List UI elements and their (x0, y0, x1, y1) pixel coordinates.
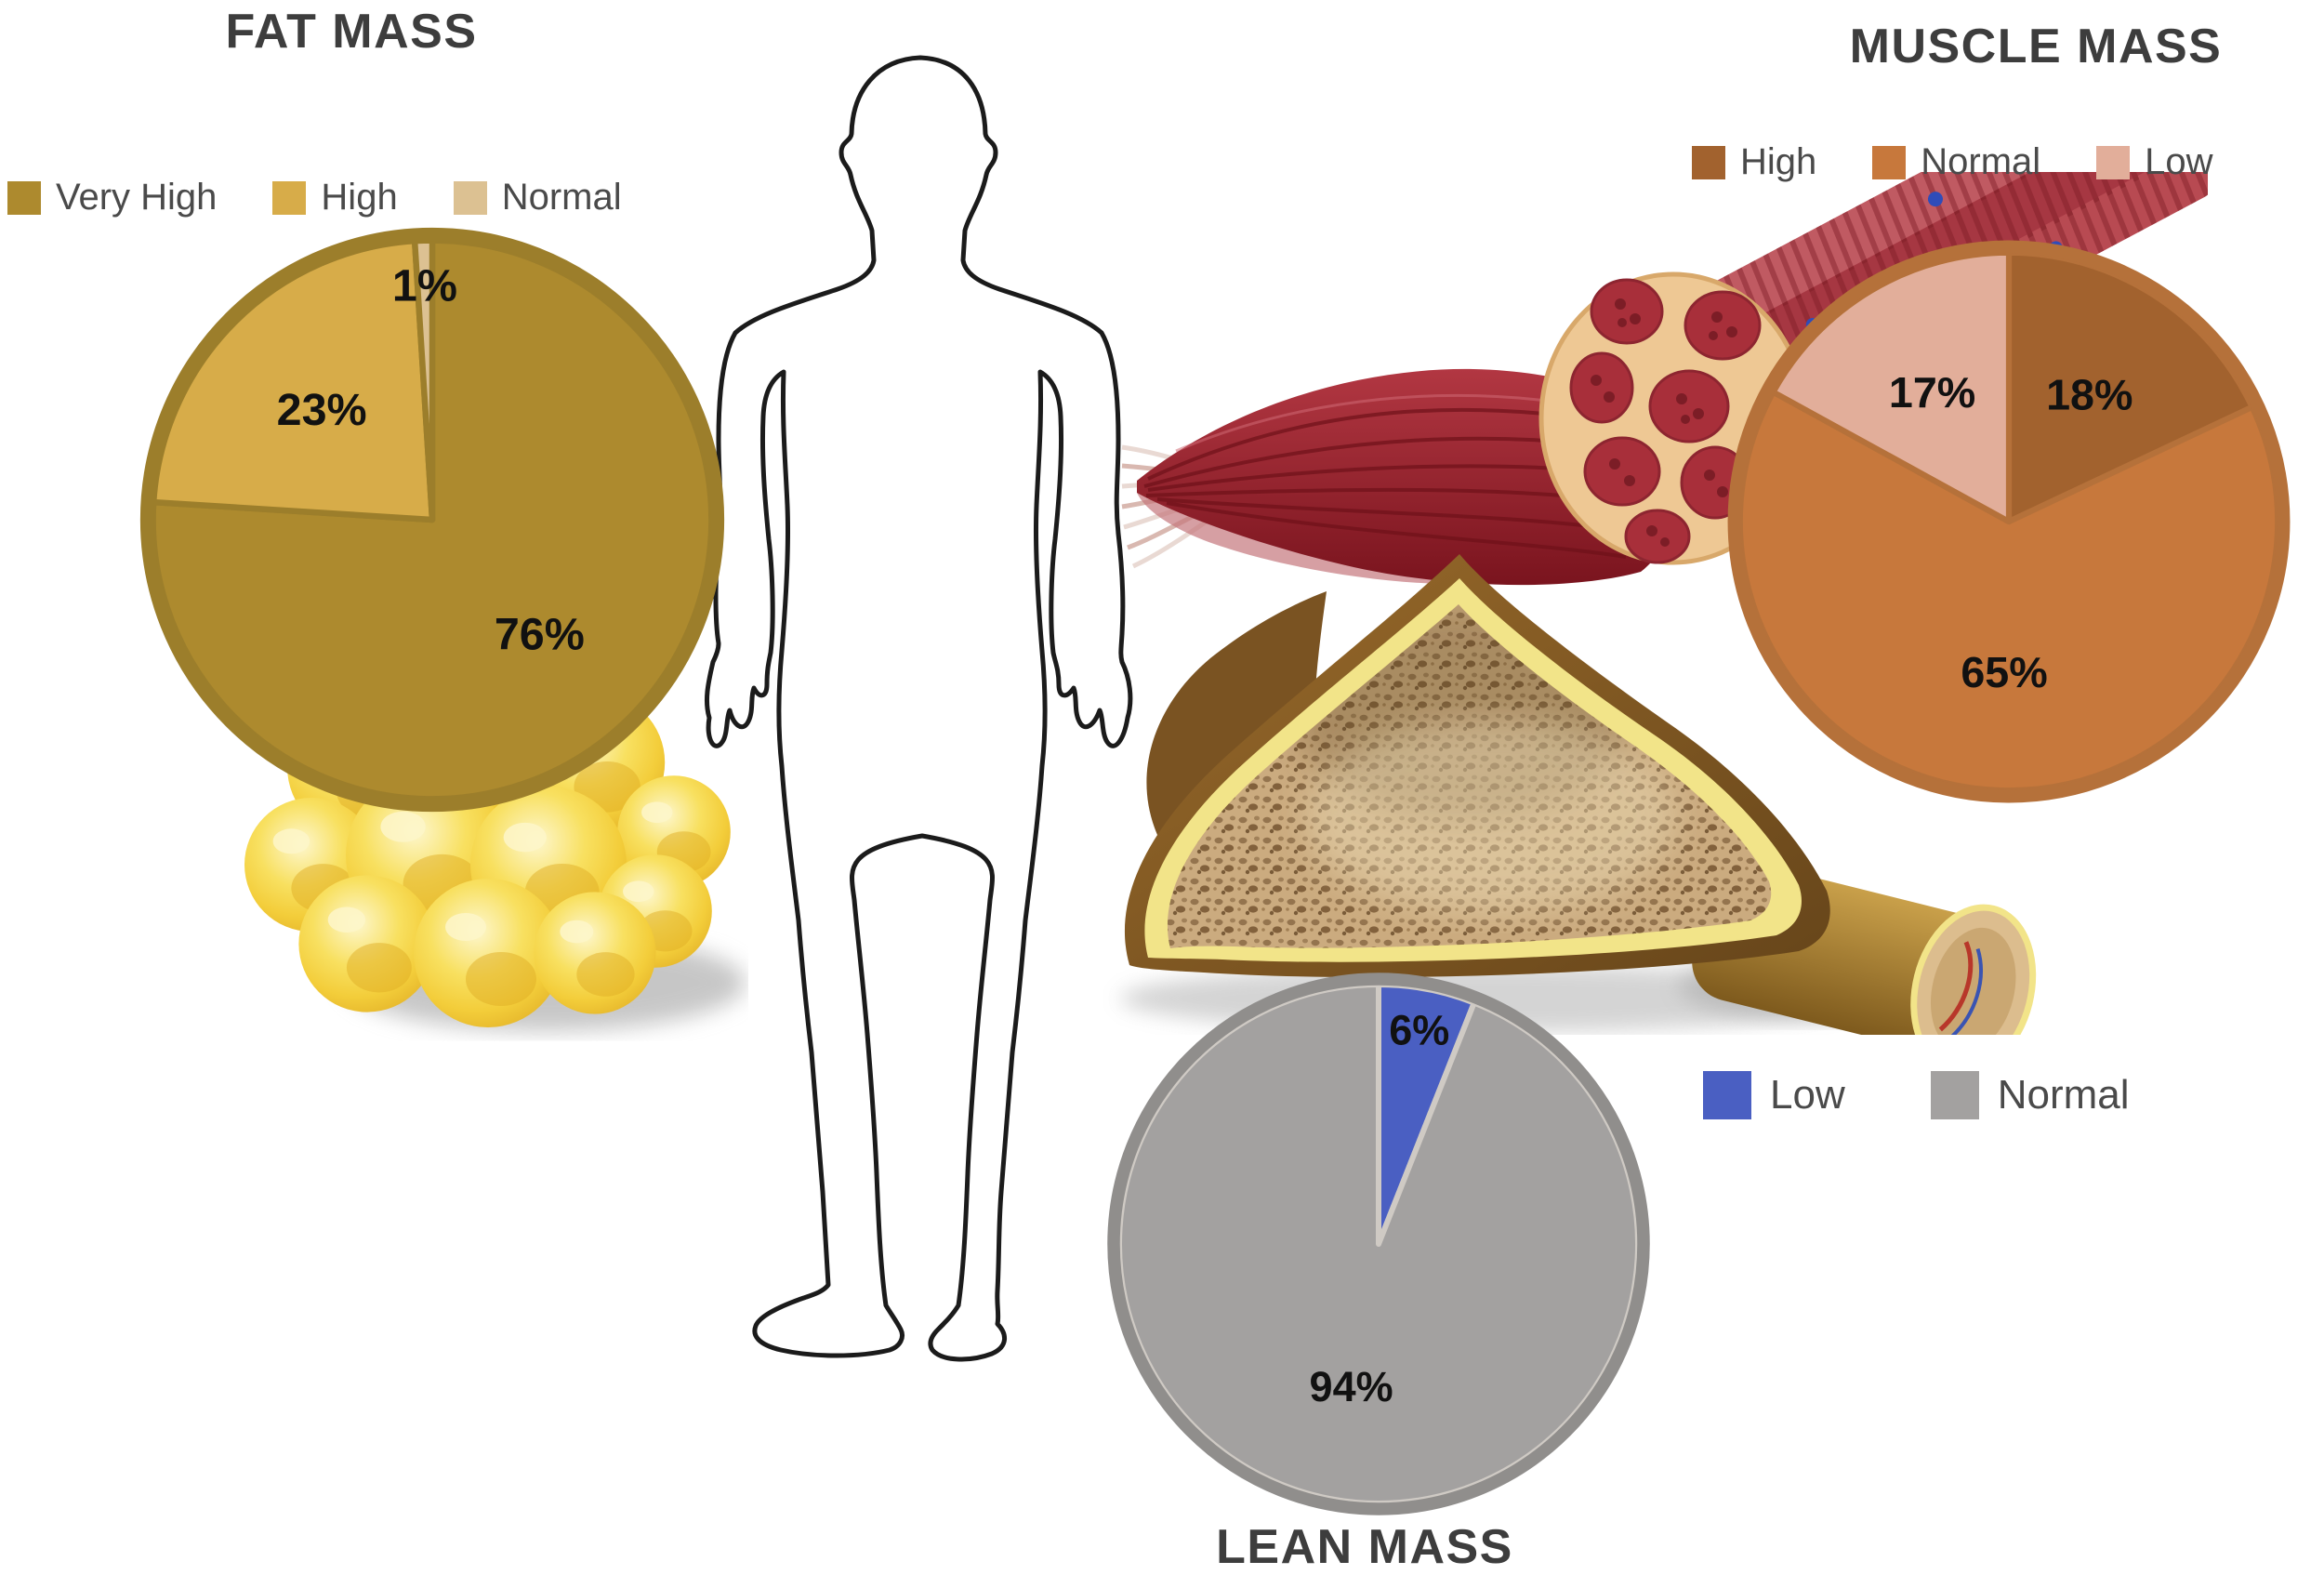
legend-item-low: Low (1703, 1071, 1845, 1119)
fat-mass-pie-svg: 76% 23% 1% (139, 227, 725, 813)
legend-label: Normal (501, 177, 622, 218)
pie-percentage-label: 23% (277, 385, 367, 435)
muscle-mass-pie-svg: 18% 65% 17% (1727, 240, 2291, 803)
pie-percentage-label: 6% (1389, 1007, 1449, 1054)
lean-mass-pie-chart: 6% 94% (1100, 965, 1657, 1523)
human-body-outline (705, 55, 1133, 1362)
fat-mass-title: FAT MASS (225, 5, 478, 59)
legend-swatch (272, 180, 307, 215)
legend-label: Normal (1921, 141, 2041, 182)
pie-percentage-label: 17% (1889, 368, 1975, 417)
legend-item-normal: Normal (1930, 1071, 2130, 1119)
fat-mass-legend: Very High High Normal (7, 177, 678, 218)
legend-label: High (321, 177, 398, 218)
legend-swatch (1692, 145, 1725, 179)
adipose-tissue-illustration (244, 670, 746, 1031)
legend-label: Low (2145, 141, 2213, 182)
legend-item-normal: Normal (1872, 141, 2040, 183)
legend-label: High (1740, 141, 1817, 182)
legend-swatch (453, 180, 487, 215)
legend-swatch (7, 180, 41, 215)
legend-label: Normal (1997, 1072, 2130, 1118)
muscle-mass-legend: High Normal Low (1692, 141, 2269, 183)
legend-item-high: High (272, 177, 398, 218)
pie-percentage-label: 76% (495, 610, 585, 660)
muscle-mass-title: MUSCLE MASS (1849, 20, 2223, 73)
legend-swatch (1703, 1071, 1751, 1119)
legend-label: Low (1770, 1072, 1845, 1118)
bone-cross-section-illustration (1120, 554, 2037, 1035)
legend-label: Very High (56, 177, 218, 218)
fat-mass-pie-chart: 76% 23% 1% (132, 219, 733, 820)
legend-swatch (1872, 145, 1907, 179)
body-outline-path (705, 55, 1133, 1362)
pie-slice-normal (1116, 982, 1642, 1506)
muscle-mass-pie-chart: 18% 65% 17% (1720, 232, 2298, 811)
legend-swatch (1930, 1071, 1979, 1119)
pie-percentage-label: 1% (392, 261, 457, 311)
lean-mass-legend: Low Normal (1703, 1071, 2215, 1119)
pie-slice-high (150, 237, 436, 523)
lean-mass-pie-svg: 6% 94% (1107, 973, 1650, 1515)
pie-percentage-label: 18% (2046, 370, 2133, 418)
pie-percentage-label: 94% (1310, 1363, 1393, 1410)
legend-item-very-high: Very High (7, 177, 217, 218)
legend-item-normal: Normal (453, 177, 622, 218)
legend-swatch (2096, 145, 2131, 179)
legend-item-high: High (1692, 141, 1816, 183)
lean-mass-title: LEAN MASS (1216, 1520, 1513, 1574)
pie-percentage-label: 65% (1961, 648, 2047, 696)
legend-item-low: Low (2096, 141, 2213, 183)
